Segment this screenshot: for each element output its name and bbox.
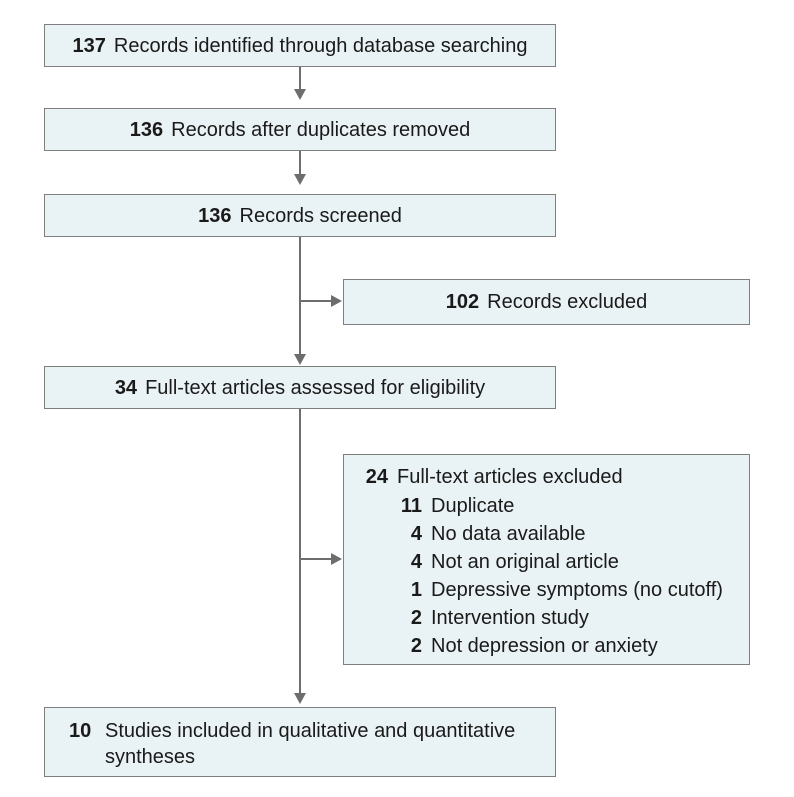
exclusion-reason: 11 Duplicate: [396, 493, 515, 519]
arrow-down-icon: [294, 174, 306, 185]
exclusion-reason-label: Depressive symptoms (no cutoff): [431, 579, 723, 601]
studies-included-label-line2: syntheses: [105, 746, 196, 768]
exclusion-reason: 4 No data available: [396, 521, 586, 547]
exclusion-reason: 2 Not depression or anxiety: [396, 633, 658, 659]
exclusion-reason-count: 11: [400, 495, 422, 517]
records-screened-label: Records screened: [239, 204, 402, 227]
records-screened-count: 136: [198, 204, 232, 227]
records-identified-count: 137: [72, 34, 106, 57]
full-text-excluded-heading: 24 Full-text articles excluded: [362, 464, 623, 490]
box-records-identified: 137 Records identified through database …: [44, 24, 556, 67]
arrow-down-icon: [294, 693, 306, 704]
exclusion-reason-count: 1: [410, 579, 422, 601]
arrow-down-icon: [294, 89, 306, 100]
full-text-assessed-count: 34: [114, 376, 138, 399]
arrow-down-icon: [294, 354, 306, 365]
studies-included-count: 10: [69, 720, 92, 742]
arrow-right-icon: [331, 553, 342, 565]
branch-line: [300, 558, 331, 560]
records-identified-label: Records identified through database sear…: [113, 34, 528, 57]
exclusion-reason-label: Duplicate: [431, 495, 515, 517]
full-text-assessed-label: Full-text articles assessed for eligibil…: [145, 376, 486, 399]
studies-included-line1: 10 Studies included in qualitative and qu…: [69, 718, 515, 744]
box-records-screened: 136 Records screened: [44, 194, 556, 237]
exclusion-reason: 2 Intervention study: [396, 605, 589, 631]
studies-included-line2: syntheses: [105, 744, 195, 770]
exclusion-reason-count: 4: [410, 523, 422, 545]
exclusion-reason-count: 2: [410, 607, 422, 629]
connector-line: [299, 409, 301, 693]
records-excluded-count: 102: [445, 291, 480, 313]
exclusion-reason-label: No data available: [431, 523, 586, 545]
full-text-excluded-count: 24: [365, 466, 388, 488]
branch-line: [300, 300, 331, 302]
arrow-right-icon: [331, 295, 342, 307]
box-after-duplicates: 136 Records after duplicates removed: [44, 108, 556, 151]
studies-included-label-line1: Studies included in qualitative and quan…: [105, 720, 516, 742]
exclusion-reason-count: 4: [410, 551, 422, 573]
box-records-excluded: 102 Records excluded: [343, 279, 750, 325]
exclusion-reason-label: Not an original article: [431, 551, 619, 573]
records-excluded-label: Records excluded: [487, 291, 648, 313]
connector-line: [299, 237, 301, 354]
connector-line: [299, 67, 301, 89]
exclusion-reason-count: 2: [410, 635, 422, 657]
after-duplicates-label: Records after duplicates removed: [171, 118, 471, 141]
box-studies-included: 10 Studies included in qualitative and qu…: [44, 707, 556, 777]
full-text-excluded-label: Full-text articles excluded: [397, 466, 623, 488]
exclusion-reason: 1 Depressive symptoms (no cutoff): [396, 577, 723, 603]
exclusion-reason: 4 Not an original article: [396, 549, 619, 575]
exclusion-reason-label: Not depression or anxiety: [431, 635, 658, 657]
connector-line: [299, 151, 301, 174]
exclusion-reason-label: Intervention study: [431, 607, 589, 629]
after-duplicates-count: 136: [129, 118, 164, 141]
box-full-text-assessed: 34 Full-text articles assessed for eligi…: [44, 366, 556, 409]
